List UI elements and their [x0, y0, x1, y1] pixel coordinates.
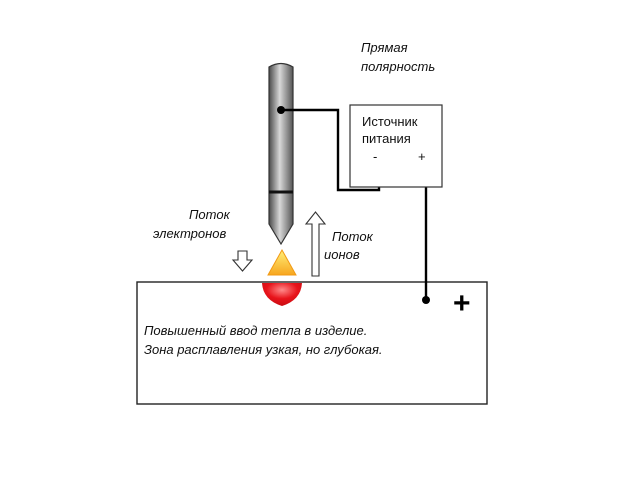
- weld-pool: [262, 283, 302, 306]
- ion-flow-arrow-icon: [304, 211, 327, 277]
- power-source-label-line1: Источник: [362, 114, 418, 129]
- power-source-minus-sign: -: [373, 149, 377, 164]
- arc-flame: [267, 248, 297, 276]
- electrode: [268, 62, 294, 246]
- description-line1: Повышенный ввод тепла в изделие.: [144, 323, 367, 338]
- workpiece-plus-sign: +: [453, 287, 471, 320]
- ion-flow-label-line1: Поток: [332, 229, 374, 244]
- power-source-box: [349, 104, 443, 188]
- polarity-title-line1: Прямая: [361, 40, 408, 55]
- electrode-terminal: [277, 106, 285, 114]
- polarity-title-line2: полярность: [361, 59, 435, 74]
- description-line2: Зона расплавления узкая, но глубокая.: [144, 342, 383, 357]
- ion-flow-label-line2: ионов: [324, 247, 360, 262]
- electron-flow-label-line1: Поток: [189, 207, 231, 222]
- electron-flow-arrow-icon: [231, 250, 254, 272]
- electron-flow-label-line2: электронов: [153, 226, 226, 241]
- power-source-plus-sign: +: [418, 149, 426, 164]
- power-source-label-line2: питания: [362, 131, 411, 146]
- workpiece-terminal: [422, 296, 430, 304]
